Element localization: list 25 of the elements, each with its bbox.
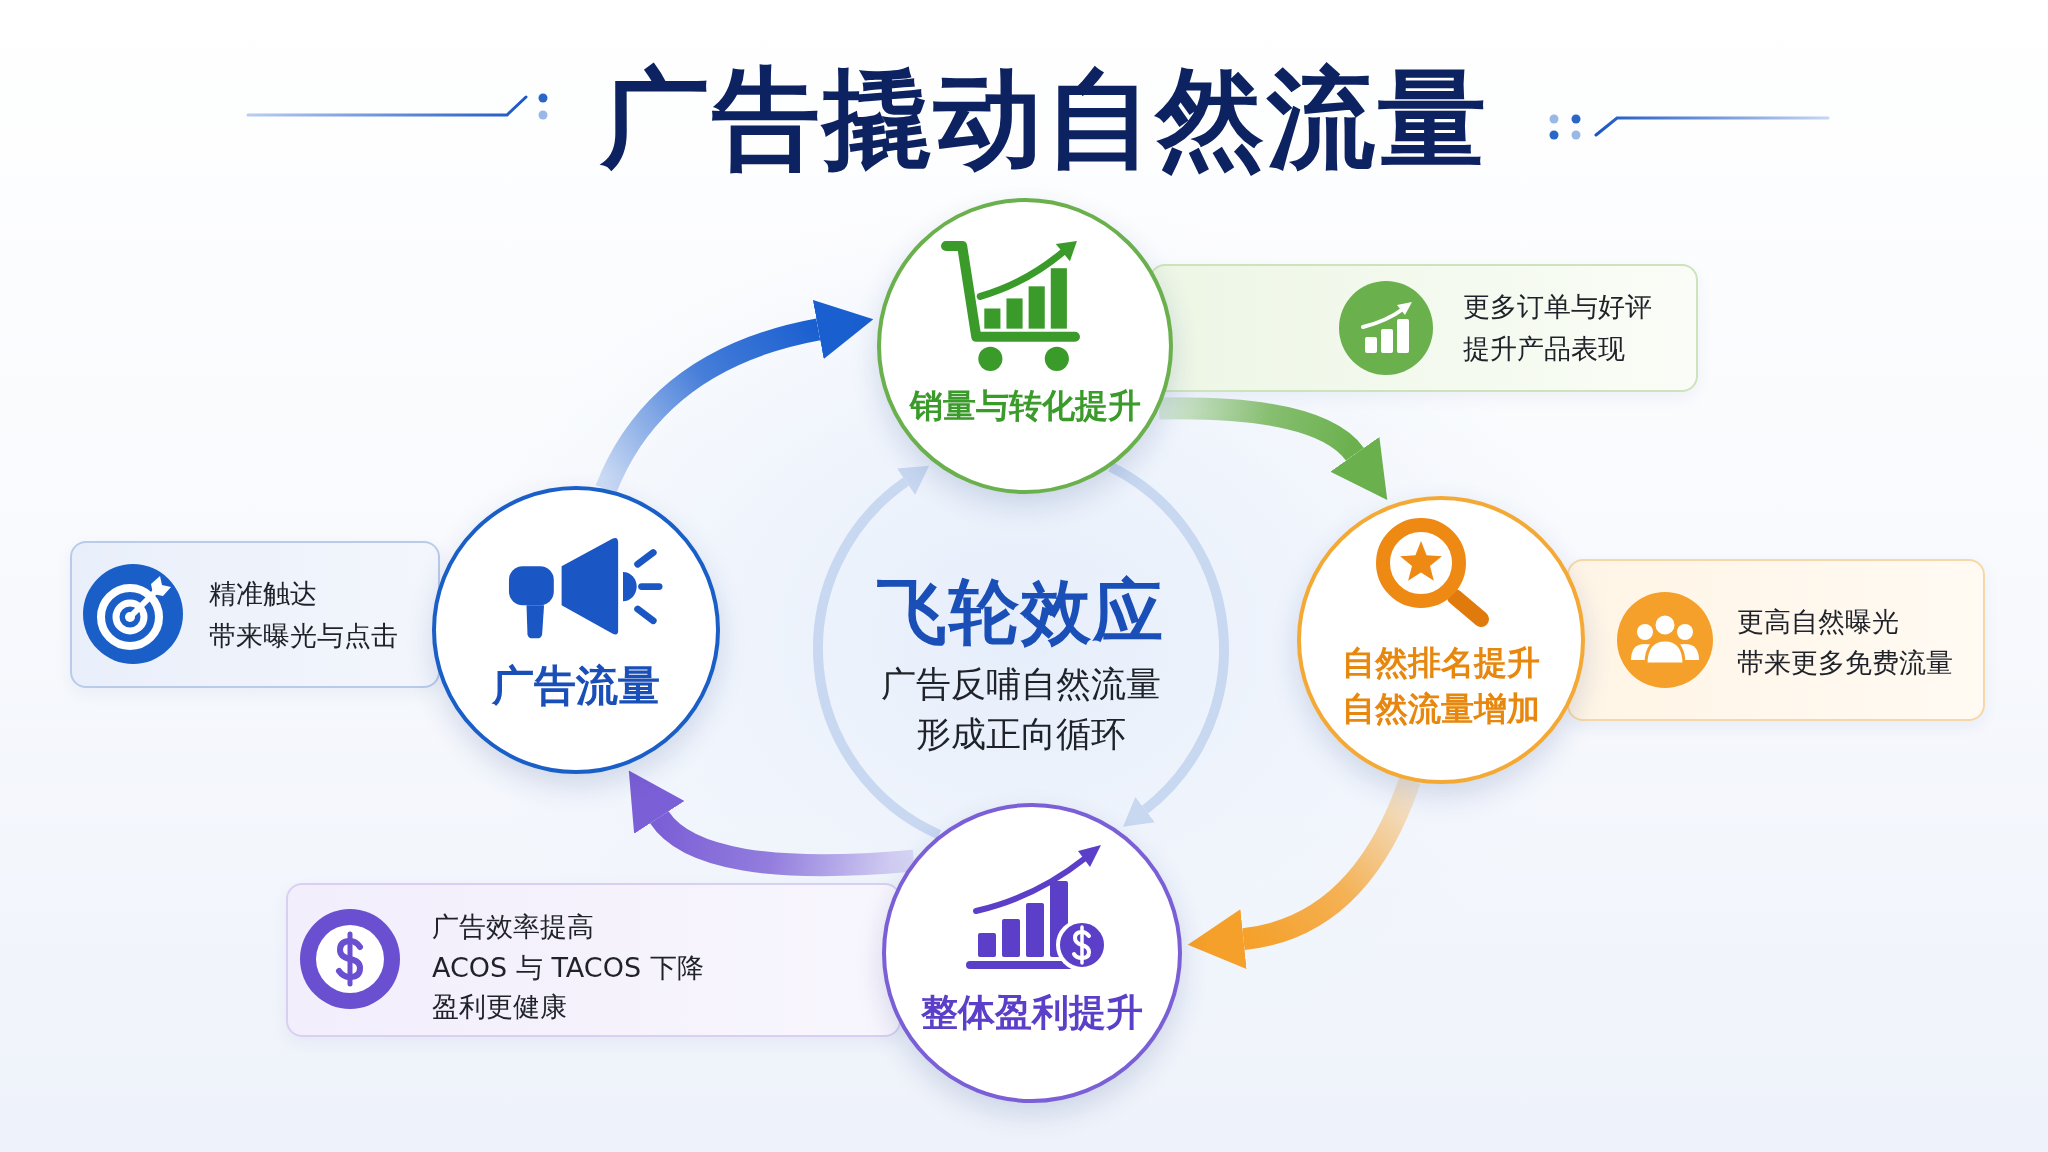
- step-title: 自然排名提升: [1342, 643, 1540, 683]
- arrow: [813, 464, 942, 840]
- card-text: 精准触达: [209, 577, 317, 611]
- title: 广告撬动自然流量: [601, 55, 1489, 184]
- card-text: 盈利更健康: [432, 990, 567, 1024]
- step-title: 广告流量: [492, 660, 660, 712]
- info-card: [70, 541, 440, 688]
- arrow: [1108, 462, 1229, 829]
- info-card: [286, 883, 901, 1037]
- step-title: 整体盈利提升: [921, 990, 1143, 1036]
- card-text: 广告效率提高: [432, 910, 594, 944]
- center-text: 形成正向循环: [916, 713, 1126, 755]
- step-title: 销量与转化提升: [909, 386, 1141, 426]
- center-title: 飞轮效应: [877, 570, 1165, 654]
- card-text: 带来更多免费流量: [1737, 646, 1953, 680]
- arrow: [1188, 776, 1421, 969]
- center-text: 广告反哺自然流量: [881, 663, 1161, 705]
- card-text: 提升产品表现: [1463, 332, 1625, 366]
- arrow: [595, 300, 873, 494]
- step-title: 自然流量增加: [1342, 689, 1540, 729]
- card-text: ACOS 与 TACOS 下降: [432, 951, 704, 985]
- card-text: 带来曝光与点击: [209, 619, 398, 653]
- card-text: 更高自然曝光: [1737, 605, 1899, 639]
- card-text: 更多订单与好评: [1463, 290, 1652, 324]
- info-card: [1567, 559, 1985, 721]
